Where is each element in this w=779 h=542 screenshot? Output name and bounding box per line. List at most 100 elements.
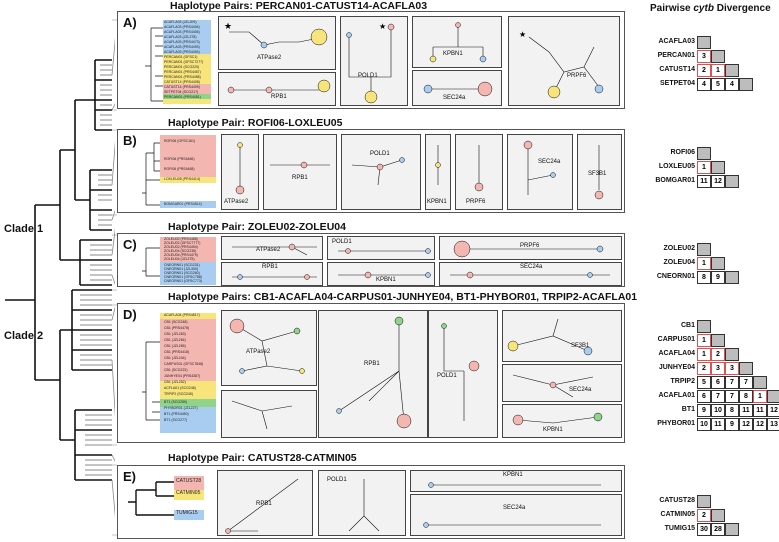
matrix-diagonal-cell: [711, 334, 725, 347]
tip-label: CNEORN01 (SCG260): [164, 271, 200, 275]
tip-label: BT1 (PRS4450): [164, 412, 189, 416]
matrix-cell: 1: [697, 257, 711, 270]
matrix-row-label: TUMIG15: [664, 525, 695, 532]
matrix-cell: 1: [711, 64, 725, 77]
gene-name: KPBN1: [543, 427, 563, 433]
network-rpb1: RPB1: [221, 262, 323, 286]
network-pold1-panel: POLD1: [428, 310, 498, 438]
panel-c: C) ZOLEU02 (PRS4488) ZOLEU02 (GFSC7777) …: [117, 233, 625, 287]
tip-label: CB1 (SCG248): [164, 320, 188, 324]
matrix-diagonal-cell: [725, 64, 739, 77]
matrix-row-label: ZOLEU02: [663, 245, 695, 252]
matrix-cell: 28: [711, 523, 725, 536]
network-pold1: ★ POLD1: [340, 16, 408, 106]
matrix-diagonal-cell: [711, 257, 725, 270]
panel-e-title: Haplotype Pair: CATUST28-CATMIN05: [168, 452, 357, 464]
network-rpb1: RPB1: [263, 134, 337, 210]
tip-label: CATUST14 (PRS4408): [164, 80, 200, 84]
matrix-diagonal-cell: [697, 243, 711, 256]
matrix-diagonal-cell: [739, 362, 753, 375]
matrix-cell: 11: [697, 175, 711, 188]
network-prpf6: ★ PRPF6: [508, 16, 620, 106]
matrix-cell: 10: [711, 404, 725, 417]
matrix-cell: 7: [739, 376, 753, 389]
network-pold1: POLD1: [318, 470, 406, 536]
matrix-row-label: CATMIN05: [660, 511, 695, 518]
tip-label: ACAFLA03 (PRS4473): [164, 40, 200, 44]
panel-a-letter: A): [123, 15, 137, 30]
matrix-cell: 7: [725, 376, 739, 389]
network-kpbn1: KPBN1: [425, 134, 451, 210]
network-rpb1-large: RPB1: [318, 310, 428, 438]
matrix-diagonal-cell: [697, 495, 711, 508]
panel-b-tree: [142, 135, 216, 208]
gene-name: ATPase2: [257, 55, 282, 61]
matrix-cell: 12: [711, 175, 725, 188]
network-sf3b1: SF3B1: [577, 134, 622, 210]
tip-label: ACAFLA03 (PRS4493): [164, 45, 200, 49]
gene-name: RPB1: [364, 361, 380, 367]
network-sec24a: SEC24a: [410, 494, 622, 536]
network-prpf6: PRPF6: [439, 236, 622, 260]
matrix-cell: 5: [697, 376, 711, 389]
network-pold1: POLD1: [341, 134, 421, 210]
matrix-cell: 9: [697, 404, 711, 417]
gene-name: SEC24a: [503, 505, 526, 511]
tip-label: CB1 (PRS4418): [164, 350, 190, 354]
matrix-cell: 6: [697, 390, 711, 403]
gene-name: POLD1: [437, 373, 457, 379]
matrix-row-label: CNEORN01: [656, 273, 695, 280]
tip-label: CB1 (JZL263): [164, 332, 186, 336]
tip-label: BT1 (SCG259): [164, 400, 188, 404]
gene-name: RPB1: [292, 175, 308, 181]
tip-label: PHYBOR01 (JZL227): [164, 406, 198, 410]
gene-name: PRPF6: [567, 73, 587, 79]
tip-label: CNEORN01 (SCG231): [164, 263, 200, 267]
matrix-row-label: PHYBOR01: [657, 420, 695, 427]
tip-label: CATUST14 (PRS4409): [164, 85, 200, 89]
divergence-header: Pairwise cytb Divergence: [650, 3, 771, 14]
matrix-cell: 3: [711, 362, 725, 375]
network-sec24a: SEC24a: [507, 134, 573, 210]
gene-name: PRPF6: [520, 243, 540, 249]
panel-connectors: [112, 19, 117, 536]
matrix-cell: 8: [697, 271, 711, 284]
gene-name: POLD1: [332, 239, 352, 245]
gene-name: SEC24a: [520, 264, 543, 270]
gene-name: RPB1: [256, 501, 272, 507]
matrix-cell: 11: [739, 404, 753, 417]
matrix-cell: 12: [739, 418, 753, 431]
tip-label: CB1 (JZL265): [164, 344, 186, 348]
matrix-diagonal-cell: [725, 271, 739, 284]
matrix-row-label: CB1: [680, 322, 695, 329]
tip-label: ZOLEU04 (JZL275): [164, 257, 195, 261]
gene-name: SEC24a: [538, 159, 561, 165]
tip-label: BT1 (SCG277): [164, 418, 188, 422]
tip-label: ZOLEU02 (PRS4488): [164, 237, 198, 241]
tip-label: ROFI06 (GFSC161): [164, 139, 196, 143]
panel-d-letter: D): [123, 307, 137, 322]
network-prpf6: PRPF6: [455, 134, 503, 210]
tip-label: ACAFLA03 (JZL209): [164, 20, 197, 24]
matrix-row-label: ACAFLA01: [658, 392, 695, 399]
tip-label: ACAFLA04 (PRS4517): [164, 313, 200, 317]
matrix-cell: 2: [711, 348, 725, 361]
matrix-row-label: BT1: [681, 406, 695, 413]
gene-name: RPB1: [262, 264, 278, 270]
tip-label: CNEORN01 (JZL300): [164, 267, 199, 271]
matrix-cell: 2: [697, 509, 711, 522]
network-rpb1: RPB1: [218, 72, 336, 106]
svg-text:★: ★: [519, 30, 526, 39]
matrix-row-label: PERCAN01: [657, 52, 695, 59]
panel-e-letter: E): [123, 469, 136, 484]
tip-label: ROFI06 (PRS4466): [164, 157, 195, 161]
tip-label: ACAFLA03 (PRS4494): [164, 50, 200, 54]
matrix-diagonal-cell: [711, 50, 725, 63]
gene-name: SF3B1: [588, 171, 607, 177]
tip-label: CNEORN01 (GFSC773): [164, 279, 202, 283]
tip-label: PERCAN01 (GFSC7277): [164, 60, 204, 64]
tip-label: TRPIP2 (SCG245): [164, 392, 193, 396]
gene-name: SEC24a: [569, 387, 592, 393]
matrix-cell: 30: [697, 523, 711, 536]
gene-name: ATPase2: [246, 349, 271, 355]
